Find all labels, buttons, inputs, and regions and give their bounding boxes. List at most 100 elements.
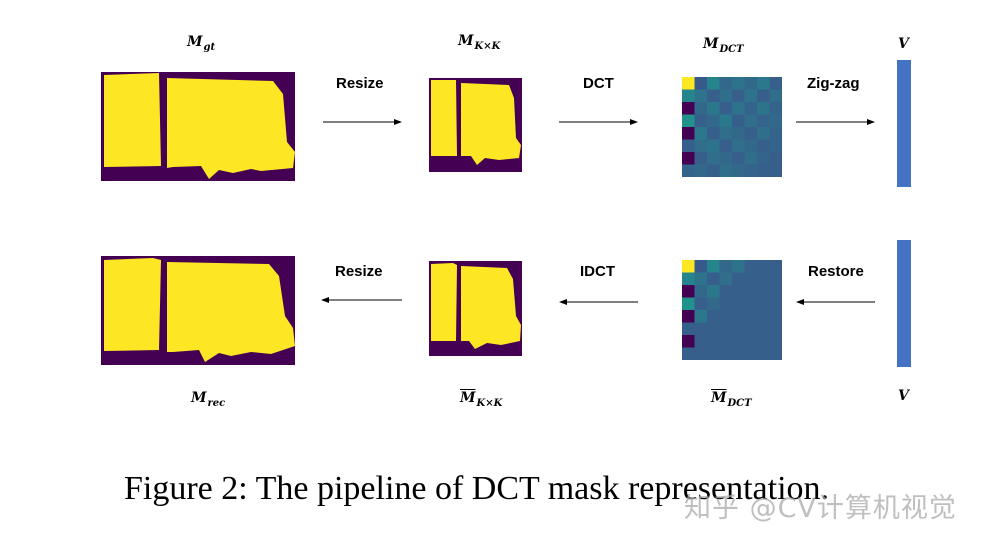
dct-coefficient-cell <box>682 310 695 323</box>
dct-coefficient-cell <box>769 102 782 115</box>
mask-rec-left-panel <box>104 258 161 351</box>
op-dct: DCT <box>583 75 614 92</box>
dct-coefficient-cell <box>719 164 732 177</box>
dct-coefficient-cell <box>769 272 782 285</box>
dct-coefficient-cell <box>769 89 782 102</box>
dct-coefficient-cell <box>719 89 732 102</box>
label-m-rec: Mrec <box>191 390 225 409</box>
dct-coefficient-cell <box>682 152 695 165</box>
arrow-zigzag <box>796 119 875 125</box>
label-m-dct: MDCT <box>703 36 744 55</box>
watermark: 知乎 @CV计算机视觉 <box>684 493 957 524</box>
dct-coefficient-cell <box>719 272 732 285</box>
dct-coefficient-cell <box>744 322 757 335</box>
dct-coefficient-cell <box>744 89 757 102</box>
dct-coefficient-cell <box>769 297 782 310</box>
dct-coefficient-cell <box>757 127 770 140</box>
dct-coefficient-cell <box>719 139 732 152</box>
dct-coefficient-cell <box>732 335 745 348</box>
dct-coefficient-cell <box>682 322 695 335</box>
dct-coefficient-cell <box>719 310 732 323</box>
dct-coefficient-cell <box>694 152 707 165</box>
dct-coefficient-cell <box>732 164 745 177</box>
dct-coefficient-cell <box>757 285 770 298</box>
dct-coefficient-cell <box>694 272 707 285</box>
dct-coefficient-cell <box>732 152 745 165</box>
dct-coefficient-cell <box>682 285 695 298</box>
mask-kxk-right-panel <box>461 83 521 165</box>
dct-coefficient-cell <box>707 297 720 310</box>
dct-coefficient-cell <box>744 114 757 127</box>
mask-kxk-bar-right-panel <box>461 266 521 349</box>
op-zigzag: Zig-zag <box>807 75 860 92</box>
op-resize-bottom: Resize <box>335 263 383 280</box>
dct-coefficient-cell <box>744 127 757 140</box>
dct-coefficient-cell <box>719 102 732 115</box>
mask-rec-image <box>101 256 295 365</box>
dct-coefficient-cell <box>769 164 782 177</box>
dct-coefficient-cell <box>769 260 782 273</box>
mask-rec-right-panel <box>167 262 295 362</box>
dct-coefficient-cell <box>694 127 707 140</box>
label-m-kxk: MK×K <box>458 33 500 52</box>
dct-coefficient-cell <box>694 164 707 177</box>
dct-coefficient-cell <box>744 139 757 152</box>
arrow-idct <box>559 299 638 305</box>
dct-coefficient-cell <box>732 89 745 102</box>
dct-coefficient-cell <box>682 102 695 115</box>
dct-coefficient-cell <box>744 310 757 323</box>
dct-coefficient-cell <box>732 102 745 115</box>
dct-coefficient-cell <box>707 102 720 115</box>
dct-coefficient-cell <box>682 164 695 177</box>
dct-coefficient-cell <box>707 89 720 102</box>
dct-coefficient-cell <box>682 89 695 102</box>
label-v-bottom: V <box>898 388 909 404</box>
label-m-rec-sub: rec <box>207 398 226 409</box>
figure-caption: Figure 2: The pipeline of DCT mask repre… <box>124 470 830 507</box>
label-m-gt: Mgt <box>187 34 215 53</box>
dct-coefficient-cell <box>694 322 707 335</box>
vector-v-top <box>897 60 911 187</box>
dct-coefficient-cell <box>757 102 770 115</box>
dct-coefficient-cell <box>744 77 757 90</box>
label-m-gt-main: M <box>187 34 203 50</box>
dct-coefficient-cell <box>757 152 770 165</box>
dct-coefficient-cell <box>769 335 782 348</box>
dct-coefficient-cell <box>744 164 757 177</box>
dct-coefficient-cell <box>757 89 770 102</box>
dct-coefficient-cell <box>757 139 770 152</box>
dct-coefficient-cell <box>682 297 695 310</box>
dct-coefficient-cell <box>732 322 745 335</box>
dct-coefficient-cell <box>694 260 707 273</box>
dct-coefficient-cell <box>757 272 770 285</box>
dct-coefficient-cell <box>707 347 720 360</box>
dct-coefficient-cell <box>769 347 782 360</box>
mask-gt-image <box>101 72 295 181</box>
dct-coefficient-cell <box>707 164 720 177</box>
op-idct: IDCT <box>580 263 615 280</box>
dct-coefficient-cell <box>757 347 770 360</box>
dct-coefficient-cell <box>682 260 695 273</box>
mask-gt-right-panel <box>167 78 295 179</box>
dct-coefficient-cell <box>719 152 732 165</box>
label-m-dct-bar-sub: DCT <box>727 398 752 409</box>
dct-coefficient-cell <box>707 139 720 152</box>
dct-coefficient-cell <box>757 164 770 177</box>
dct-coefficient-cell <box>707 310 720 323</box>
dct-coefficient-cell <box>744 285 757 298</box>
dct-coefficient-cell <box>694 89 707 102</box>
dct-coefficient-cell <box>769 310 782 323</box>
dct-coefficient-cell <box>682 335 695 348</box>
dct-coefficient-cell <box>744 260 757 273</box>
dct-coefficient-cell <box>732 260 745 273</box>
dct-coefficient-cell <box>744 297 757 310</box>
dct-coefficient-cell <box>719 260 732 273</box>
label-m-kxk-main: M <box>458 33 474 49</box>
label-m-rec-main: M <box>191 390 207 406</box>
dct-coefficient-cell <box>694 114 707 127</box>
mask-kxk-bar-image <box>429 261 522 356</box>
dct-coefficient-cell <box>744 102 757 115</box>
dct-coefficient-cell <box>719 127 732 140</box>
dct-coefficient-cell <box>757 297 770 310</box>
dct-coefficient-cell <box>769 127 782 140</box>
